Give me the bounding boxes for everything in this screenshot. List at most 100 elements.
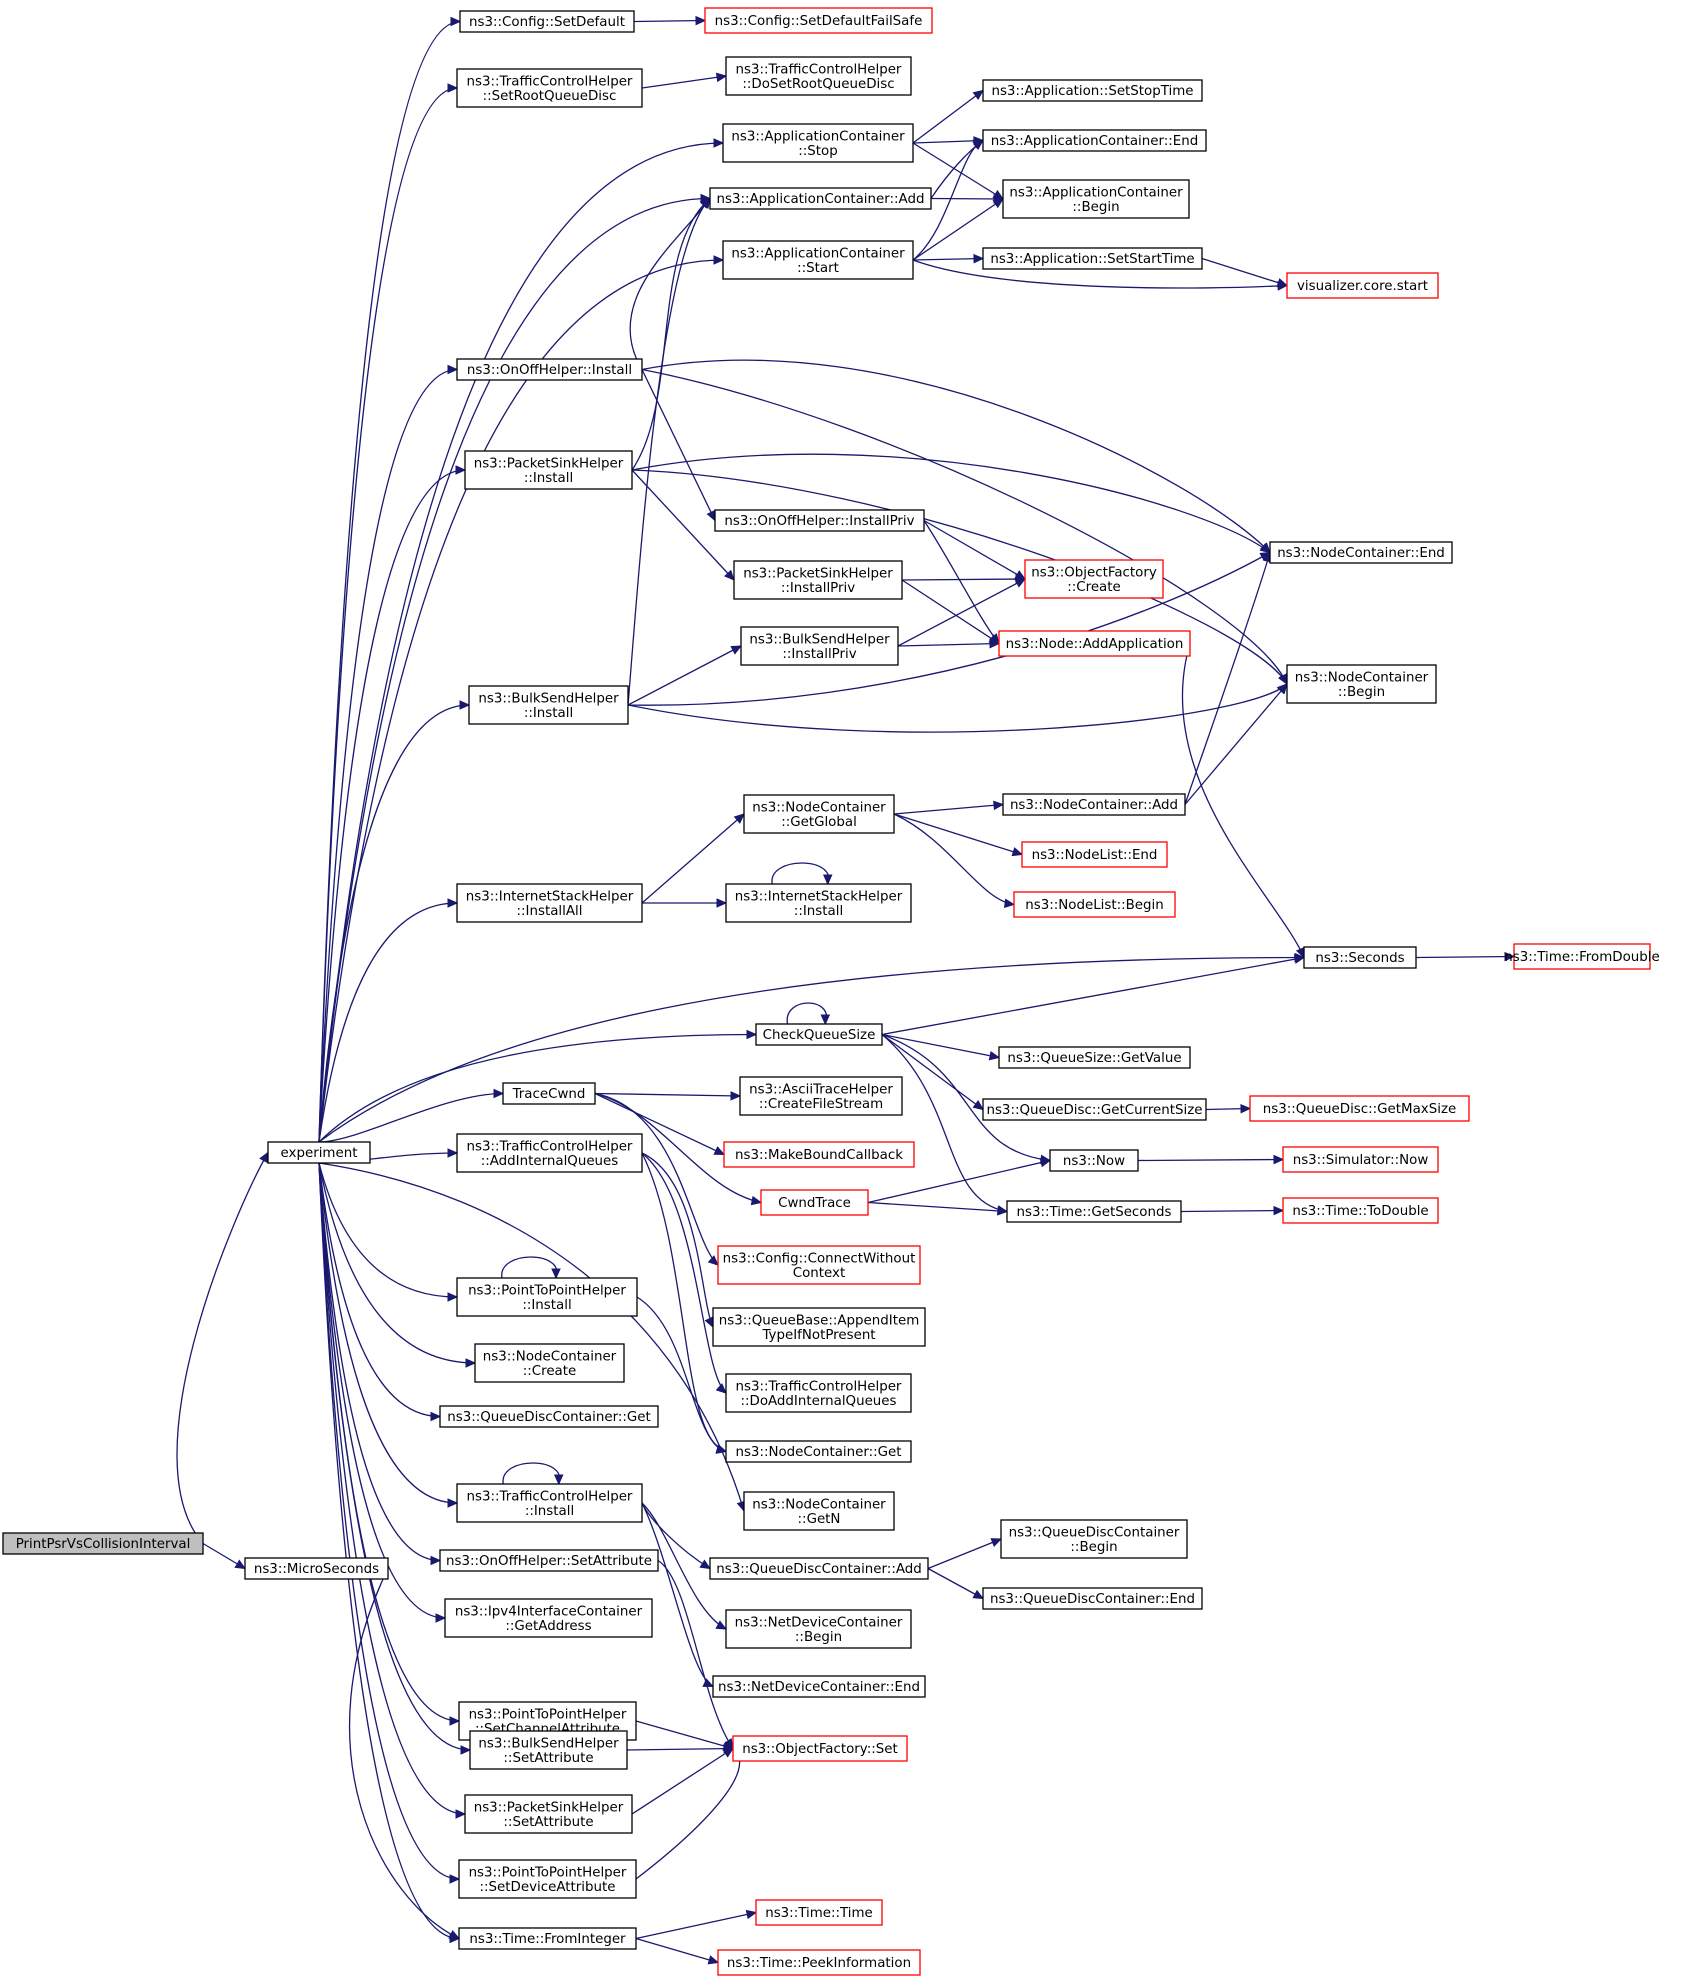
node-box bbox=[709, 1557, 929, 1580]
node-qdc-get[interactable]: ns3::QueueDiscContainer::Get bbox=[439, 1405, 659, 1428]
node-bsh-installpriv[interactable]: ns3::BulkSendHelper::InstallPriv bbox=[740, 626, 899, 666]
node-psh-installpriv[interactable]: ns3::PacketSinkHelper::InstallPriv bbox=[733, 560, 903, 600]
node-ndc-end[interactable]: ns3::NetDeviceContainer::End bbox=[712, 1675, 926, 1698]
node-objf-set[interactable]: ns3::ObjectFactory::Set bbox=[732, 1735, 908, 1762]
node-box bbox=[743, 794, 895, 834]
node-tch-addinternalqueues[interactable]: ns3::TrafficControlHelper::AddInternalQu… bbox=[456, 1133, 643, 1173]
node-time-fromdouble[interactable]: ns3::Time::FromDouble bbox=[1504, 943, 1660, 970]
node-nodelist-begin[interactable]: ns3::NodeList::Begin bbox=[1013, 891, 1176, 918]
node-psh-setattribute[interactable]: ns3::PacketSinkHelper::SetAttribute bbox=[464, 1794, 633, 1834]
node-bsh-install[interactable]: ns3::BulkSendHelper::Install bbox=[468, 685, 629, 725]
call-edge-experiment-to-seconds bbox=[318, 956, 1305, 1143]
call-edge-experiment-to-tracecwnd bbox=[318, 1092, 504, 1143]
node-nc-begin[interactable]: ns3::NodeContainer::Begin bbox=[1286, 664, 1437, 704]
node-label-line: ns3::TrafficControlHelper bbox=[467, 1139, 633, 1154]
node-p2p-setdeviceattribute[interactable]: ns3::PointToPointHelper::SetDeviceAttrib… bbox=[458, 1859, 637, 1899]
node-label-line: ns3::PointToPointHelper bbox=[468, 1283, 626, 1298]
node-label-line: ::Install bbox=[525, 1504, 574, 1519]
call-edge-tracecwnd-to-makeboundcallback bbox=[594, 1092, 725, 1156]
node-tch-dosetrootqueuedisc[interactable]: ns3::TrafficControlHelper::DoSetRootQueu… bbox=[725, 56, 912, 96]
node-time-peekinformation[interactable]: ns3::Time::PeekInformation bbox=[717, 1949, 921, 1976]
node-onoff-install[interactable]: ns3::OnOffHelper::Install bbox=[456, 358, 643, 381]
edge-arrowhead bbox=[234, 1559, 247, 1570]
node-time-getseconds[interactable]: ns3::Time::GetSeconds bbox=[1006, 1200, 1182, 1223]
node-label-line: ns3::NodeList::End bbox=[1032, 848, 1158, 863]
node-box bbox=[1269, 541, 1453, 564]
node-ndc-begin[interactable]: ns3::NetDeviceContainer::Begin bbox=[725, 1609, 912, 1649]
node-now[interactable]: ns3::Now bbox=[1049, 1149, 1139, 1172]
node-qd-getmaxsize[interactable]: ns3::QueueDisc::GetMaxSize bbox=[1249, 1095, 1470, 1122]
node-qs-getvalue[interactable]: ns3::QueueSize::GetValue bbox=[998, 1046, 1191, 1069]
node-tch-setrootqueuedisc[interactable]: ns3::TrafficControlHelper::SetRootQueueD… bbox=[456, 68, 643, 108]
node-config-setdefault[interactable]: ns3::Config::SetDefault bbox=[459, 10, 635, 33]
edge-arrowhead bbox=[1003, 898, 1016, 908]
node-onoff-setattribute[interactable]: ns3::OnOffHelper::SetAttribute bbox=[439, 1549, 659, 1572]
call-edge-experiment-to-bsh_install bbox=[318, 704, 470, 1143]
node-ipv4ic-getaddress[interactable]: ns3::Ipv4InterfaceContainer::GetAddress bbox=[444, 1598, 653, 1638]
node-psh-install[interactable]: ns3::PacketSinkHelper::Install bbox=[464, 450, 633, 490]
node-nodelist-end[interactable]: ns3::NodeList::End bbox=[1021, 841, 1168, 868]
node-nc-getglobal[interactable]: ns3::NodeContainer::GetGlobal bbox=[743, 794, 895, 834]
call-edge-onoff_install-to-appc_add bbox=[629, 198, 711, 370]
node-appc-end[interactable]: ns3::ApplicationContainer::End bbox=[982, 129, 1207, 152]
node-tracecwnd[interactable]: TraceCwnd bbox=[502, 1082, 596, 1105]
node-makeboundcallback[interactable]: ns3::MakeBoundCallback bbox=[723, 1141, 915, 1168]
node-label-line: CwndTrace bbox=[778, 1196, 851, 1211]
node-appc-begin[interactable]: ns3::ApplicationContainer::Begin bbox=[1002, 179, 1190, 219]
node-label-line: ::Begin bbox=[1338, 685, 1385, 700]
edge-arrowhead bbox=[715, 1383, 727, 1394]
node-nc-end[interactable]: ns3::NodeContainer::End bbox=[1269, 541, 1453, 564]
call-edge-appc_add-to-appc_begin bbox=[930, 197, 1004, 200]
node-root[interactable]: PrintPsrVsCollisionInterval bbox=[2, 1532, 204, 1555]
node-tch-install[interactable]: ns3::TrafficControlHelper::Install bbox=[456, 1483, 643, 1523]
node-time-time[interactable]: ns3::Time::Time bbox=[755, 1899, 883, 1926]
node-app-setstoptime[interactable]: ns3::Application::SetStopTime bbox=[982, 79, 1203, 102]
node-p2p-install[interactable]: ns3::PointToPointHelper::Install bbox=[456, 1277, 638, 1317]
node-microseconds[interactable]: ns3::MicroSeconds bbox=[244, 1557, 389, 1580]
node-ath-createfilestream[interactable]: ns3::AsciiTraceHelper::CreateFileStream bbox=[739, 1076, 903, 1116]
call-edge-nc_add-to-nc_begin bbox=[1184, 683, 1288, 805]
node-objf-create[interactable]: ns3::ObjectFactory::Create bbox=[1024, 559, 1164, 599]
node-box bbox=[469, 1730, 628, 1770]
edge-arrowhead bbox=[1294, 952, 1306, 963]
node-time-frominteger[interactable]: ns3::Time::FromInteger bbox=[458, 1927, 637, 1950]
node-nc-get[interactable]: ns3::NodeContainer::Get bbox=[725, 1440, 912, 1463]
node-appc-stop[interactable]: ns3::ApplicationContainer::Stop bbox=[722, 123, 914, 163]
node-visualizer-start[interactable]: visualizer.core.start bbox=[1286, 272, 1439, 299]
call-edge-tracecwnd-to-ath_createfilestream bbox=[594, 1092, 741, 1097]
edge-arrowhead bbox=[465, 1358, 477, 1368]
node-ish-install[interactable]: ns3::InternetStackHelper::Install bbox=[725, 883, 912, 923]
node-appc-add[interactable]: ns3::ApplicationContainer::Add bbox=[709, 187, 932, 210]
node-ish-installall[interactable]: ns3::InternetStackHelper::InstallAll bbox=[456, 883, 643, 923]
node-qb-appenditem[interactable]: ns3::QueueBase::AppendItemTypeIfNotPrese… bbox=[712, 1307, 926, 1347]
call-edge-appc_add-to-appc_end bbox=[930, 139, 984, 199]
node-nc-add[interactable]: ns3::NodeContainer::Add bbox=[1002, 793, 1186, 816]
node-bsh-setattribute[interactable]: ns3::BulkSendHelper::SetAttribute bbox=[469, 1730, 628, 1770]
node-box bbox=[456, 1483, 643, 1523]
node-appc-start[interactable]: ns3::ApplicationContainer::Start bbox=[722, 240, 914, 280]
node-qdc-begin[interactable]: ns3::QueueDiscContainer::Begin bbox=[1000, 1519, 1188, 1559]
node-sim-now[interactable]: ns3::Simulator::Now bbox=[1282, 1146, 1439, 1173]
node-config-setdefaultfailsafe[interactable]: ns3::Config::SetDefaultFailSafe bbox=[704, 7, 933, 34]
node-nc-create[interactable]: ns3::NodeContainer::Create bbox=[474, 1343, 625, 1383]
call-edge-experiment-to-psh_setattribute bbox=[318, 1162, 466, 1815]
node-node-addapp[interactable]: ns3::Node::AddApplication bbox=[998, 630, 1191, 657]
node-label-line: ns3::Time::FromInteger bbox=[469, 1932, 626, 1947]
node-checkqueuesize[interactable]: CheckQueueSize bbox=[755, 1023, 883, 1046]
node-cwndtrace[interactable]: CwndTrace bbox=[760, 1189, 869, 1216]
node-app-setstarttime[interactable]: ns3::Application::SetStartTime bbox=[982, 247, 1203, 270]
node-label-line: ns3::QueueDiscContainer::Add bbox=[716, 1562, 922, 1577]
node-label-line: ns3::NodeContainer::End bbox=[1277, 546, 1445, 561]
node-nc-getn[interactable]: ns3::NodeContainer::GetN bbox=[743, 1491, 895, 1531]
node-qdc-end[interactable]: ns3::QueueDiscContainer::End bbox=[982, 1587, 1203, 1610]
node-time-todouble[interactable]: ns3::Time::ToDouble bbox=[1282, 1197, 1439, 1224]
edge-arrowhead bbox=[553, 1474, 564, 1486]
node-experiment[interactable]: experiment bbox=[267, 1141, 371, 1164]
node-tch-doaddinternalqueues[interactable]: ns3::TrafficControlHelper::DoAddInternal… bbox=[725, 1373, 912, 1413]
node-onoff-installpriv[interactable]: ns3::OnOffHelper::InstallPriv bbox=[714, 509, 925, 532]
node-label-line: experiment bbox=[281, 1146, 358, 1161]
node-qd-getcurrentsize[interactable]: ns3::QueueDisc::GetCurrentSize bbox=[982, 1098, 1207, 1121]
node-seconds[interactable]: ns3::Seconds bbox=[1303, 946, 1417, 969]
node-qdc-add[interactable]: ns3::QueueDiscContainer::Add bbox=[709, 1557, 929, 1580]
